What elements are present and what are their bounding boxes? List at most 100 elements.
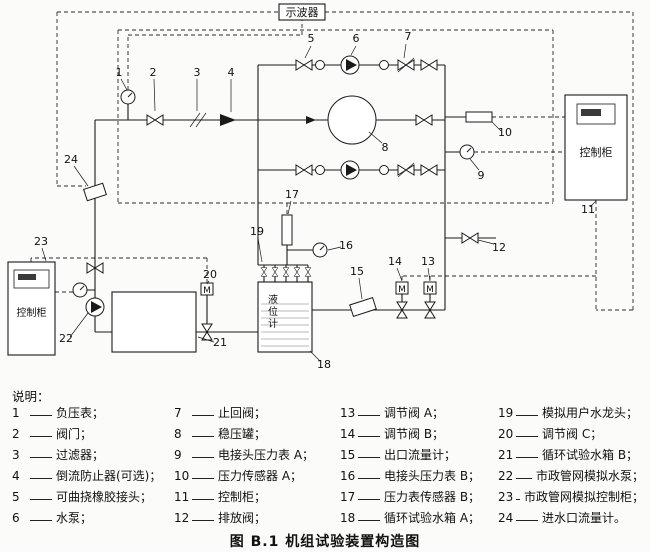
rubber-joint-icon: [379, 60, 389, 70]
callout-14: 14: [388, 255, 402, 268]
legend-dash: [358, 415, 380, 416]
legend-item: 9 电接头压力表 A；: [174, 446, 340, 467]
level-gauge-label: 液位计: [266, 293, 278, 330]
legend-dash: [192, 415, 214, 416]
callout-13: 13: [421, 255, 435, 268]
oscilloscope-box: 示波器: [278, 3, 326, 21]
callout-7: 7: [405, 30, 412, 43]
faucet-manifold: [260, 267, 312, 277]
legend-dash: [516, 478, 532, 479]
faucet-icon: [282, 267, 290, 277]
legend-label: 循环试验水箱 B；: [542, 448, 639, 462]
legend-num: 12: [174, 511, 190, 525]
motor-box-14: M: [395, 281, 409, 295]
legend-num: 19: [498, 406, 514, 420]
callout-5: 5: [308, 32, 315, 45]
inlet-flow-meter-icon: [83, 182, 107, 202]
legend-num: 8: [174, 427, 182, 441]
legend-label: 调节阀 C；: [542, 427, 603, 441]
legend-dash: [516, 436, 538, 437]
legend-label: 循环试验水箱 A；: [384, 511, 481, 525]
legend-dash: [358, 457, 380, 458]
callout-23: 23: [34, 235, 48, 248]
legend-num: 16: [340, 469, 356, 483]
legend-num: 22: [498, 469, 514, 483]
callout-4: 4: [228, 66, 235, 79]
legend-label: 水泵；: [56, 511, 93, 525]
callout-21: 21: [213, 336, 227, 349]
pump-icon: [340, 160, 360, 180]
legend-num: 24: [498, 511, 514, 525]
callout-9: 9: [478, 169, 485, 182]
legend-dash: [516, 415, 538, 416]
legend-dash: [30, 415, 52, 416]
control-cabinet-right: 控制柜: [564, 94, 628, 201]
motor-label: M: [398, 285, 406, 295]
contact-pressure-gauge-b-icon: [312, 242, 328, 258]
pressure-sensor-a-icon: [465, 111, 493, 123]
legend-label: 模拟用户水龙头；: [542, 406, 639, 420]
legend-num: 11: [174, 490, 190, 504]
faucet-icon: [293, 267, 301, 277]
callout-24: 24: [64, 153, 78, 166]
rubber-joint-icon: [379, 165, 389, 175]
tank-a-circulation: 液位计: [257, 281, 313, 353]
check-valve-slash: [397, 162, 415, 178]
callout-10: 10: [498, 126, 512, 139]
legend-item: 21 循环试验水箱 B；: [498, 446, 644, 467]
check-valve-slash: [397, 57, 415, 73]
legend-dash: [30, 520, 52, 521]
legend-num: 6: [12, 511, 20, 525]
callout-11: 11: [581, 203, 595, 216]
callout-18: 18: [317, 358, 331, 371]
callout-8: 8: [382, 141, 389, 154]
legend-num: 21: [498, 448, 514, 462]
motor-box-20: M: [200, 282, 214, 296]
callout-numbers: 1 2 3 4 5 6 7 8 9 10 11 12 13 14 15 16 1…: [34, 30, 595, 371]
control-cabinet-left: 控制柜: [7, 261, 56, 356]
legend-dash: [30, 478, 52, 479]
legend-dash: [30, 436, 52, 437]
legend-dash: [358, 520, 380, 521]
legend-dash: [192, 457, 214, 458]
legend-dash: [192, 478, 214, 479]
legend-label: 市政管网模拟水泵；: [535, 469, 644, 483]
callout-16: 16: [339, 239, 353, 252]
legend-label: 排放阀；: [218, 511, 267, 525]
cabinet-right-label: 控制柜: [580, 145, 613, 159]
legend-label: 调节阀 B；: [384, 427, 445, 441]
tank-b-circulation: [111, 291, 197, 353]
legend-label: 稳压罐；: [218, 427, 267, 441]
filter-icon: [189, 112, 207, 128]
legend-label: 控制柜；: [218, 490, 267, 504]
small-gauge-icon: [72, 282, 88, 298]
valve-icon: [295, 59, 313, 71]
legend-dash: [516, 457, 538, 458]
legend-item: 6 水泵；: [12, 509, 174, 530]
legend-num: 9: [174, 448, 182, 462]
legend-dash: [516, 499, 520, 500]
municipal-pump-icon: [85, 297, 105, 317]
legend-dash: [192, 436, 214, 437]
legend-label: 电接头压力表 A；: [218, 448, 315, 462]
legend-dash: [30, 457, 52, 458]
outlet-flow-meter-icon: [349, 296, 377, 318]
legend-item: 8 稳压罐；: [174, 425, 340, 446]
legend-num: 17: [340, 490, 356, 504]
motor-box-13: M: [423, 281, 437, 295]
legend-label: 可曲挠橡胶接头；: [56, 490, 153, 504]
faucet-icon: [260, 267, 268, 277]
legend-label: 压力表传感器 B；: [384, 490, 481, 504]
callout-20: 20: [203, 268, 217, 281]
drain-valve-icon: [461, 232, 479, 244]
legend-num: 13: [340, 406, 356, 420]
